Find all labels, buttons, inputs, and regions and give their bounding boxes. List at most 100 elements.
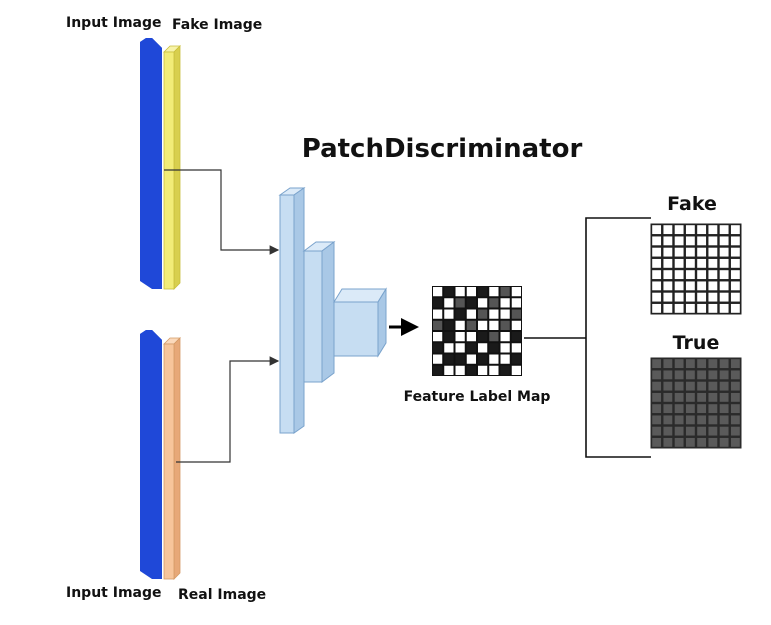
feature-label-map-label: Feature Label Map [404,389,551,405]
feature-cell [444,365,454,375]
output-cell [685,247,695,257]
feature-cell [511,365,521,375]
output-cell [663,426,673,436]
feature-cell [478,309,488,319]
output-cell [652,258,662,268]
output-cell [708,381,718,391]
real-image-label: Real Image [178,587,266,603]
feature-cell [500,343,510,353]
feature-cell [444,343,454,353]
output-cell [685,225,695,235]
feature-cell [489,287,499,297]
feature-cell [489,320,499,330]
feature-cell [455,354,465,364]
output-cell [674,392,684,402]
feature-cell [444,320,454,330]
output-cell [708,426,718,436]
feature-cell [489,343,499,353]
feature-cell [489,309,499,319]
feature-cell [455,365,465,375]
output-cell [674,370,684,380]
output-cell [674,292,684,302]
feature-cell [466,354,476,364]
output-cell [697,247,707,257]
feature-cell [444,298,454,308]
fake-image-slab [163,45,181,290]
feature-cell [444,287,454,297]
output-cell [685,236,695,246]
output-cell [730,370,740,380]
bottom-input-image-slab [140,330,162,579]
conv-layer-3 [333,287,387,358]
feature-cell [455,320,465,330]
feature-cell [478,287,488,297]
feature-cell [511,309,521,319]
discriminator-conv-stack [278,187,387,434]
output-cell [708,303,718,313]
output-cell [652,370,662,380]
output-cell [674,258,684,268]
feature-cell [433,287,443,297]
feature-cell [489,354,499,364]
output-cell [652,404,662,414]
output-cell [697,370,707,380]
feature-cell [466,343,476,353]
output-cell [685,370,695,380]
bottom-input-connector [176,356,280,463]
feature-cell [500,365,510,375]
output-cell [685,359,695,369]
output-cell [697,415,707,425]
true-output-label: True [673,332,720,354]
feature-label-map [432,286,522,376]
feature-cell [433,320,443,330]
feature-cell [466,298,476,308]
output-cell [697,236,707,246]
output-cell [685,404,695,414]
output-cell [730,292,740,302]
feature-cell [455,332,465,342]
output-cell [708,236,718,246]
feature-cell [478,365,488,375]
output-cell [697,292,707,302]
output-cell [685,281,695,291]
output-cell [708,247,718,257]
output-cell [730,281,740,291]
feature-cell [455,298,465,308]
output-cell [685,303,695,313]
output-cell [730,359,740,369]
output-cell [652,225,662,235]
output-cell [719,303,729,313]
output-cell [674,381,684,391]
output-cell [685,258,695,268]
feature-cell [500,320,510,330]
output-cell [708,415,718,425]
output-cell [685,392,695,402]
output-cell [652,270,662,280]
output-cell [663,404,673,414]
output-cell [730,303,740,313]
output-cell [730,415,740,425]
feature-cell [500,332,510,342]
output-cell [730,404,740,414]
top-input-image-label: Input Image [66,15,162,31]
output-cell [663,270,673,280]
feature-cell [433,354,443,364]
feature-cell [466,332,476,342]
output-cell [719,292,729,302]
output-cell [663,258,673,268]
feature-cell [433,332,443,342]
feature-cell [478,354,488,364]
output-cell [697,437,707,447]
output-cell [719,437,729,447]
output-cell [663,281,673,291]
feature-cell [489,298,499,308]
output-cell [685,270,695,280]
output-cell [697,258,707,268]
output-cell [685,437,695,447]
output-cell [730,247,740,257]
output-cell [652,359,662,369]
output-cell [674,236,684,246]
output-cell [708,392,718,402]
output-cell [719,381,729,391]
